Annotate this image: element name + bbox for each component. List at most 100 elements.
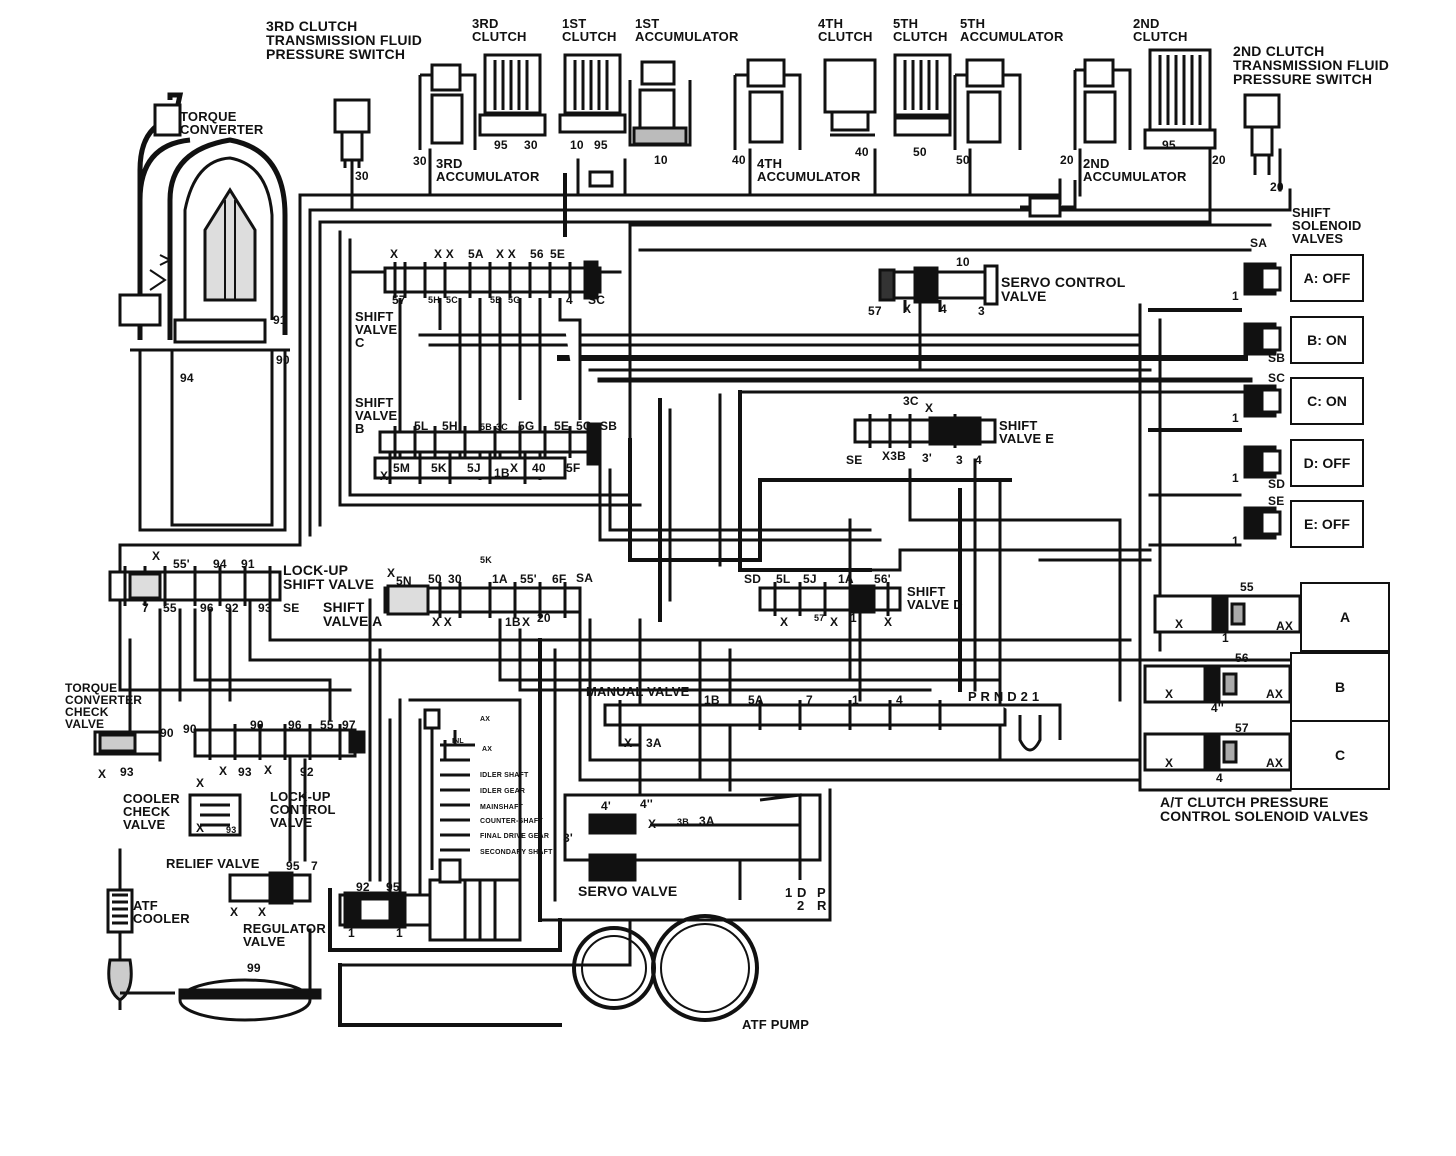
port-label: SB [600, 419, 618, 433]
label-regulator-valve: REGULATOR VALVE [243, 921, 326, 949]
port-label: 94 [180, 371, 194, 385]
port-label: 30 [448, 572, 462, 586]
port-label: 4 [975, 453, 982, 467]
shaft-legend-4: IDLER SHAFT [480, 772, 529, 779]
port-label: 92 [300, 765, 314, 779]
clutch-solenoid-c-name: C [1290, 720, 1390, 790]
port-label: 5H [442, 419, 458, 433]
port-label: 40 [732, 153, 746, 167]
port-label: 90 [276, 353, 290, 367]
solenoid-e-state: E: OFF [1290, 500, 1364, 548]
port-label: 1 [1232, 471, 1239, 485]
port-label: 20 [1060, 153, 1074, 167]
shift-valve-a-body [383, 582, 582, 618]
port-label: 91 [241, 557, 255, 571]
port-label: 20 [1212, 153, 1226, 167]
label-2nd-clutch-pressure-switch: 2ND CLUTCH TRANSMISSION FLUID PRESSURE S… [1233, 43, 1390, 87]
port-label: 5M [393, 461, 411, 475]
shaft-legend-0: AX [480, 716, 491, 723]
port-label: X [1175, 617, 1184, 631]
port-label: 1 [852, 693, 859, 707]
port-label: 55' [520, 572, 537, 586]
shaft-legend-1: INL [452, 738, 464, 745]
port-label: 5B [490, 295, 502, 305]
port-label: 5J [467, 461, 481, 475]
port-label: X [510, 461, 519, 475]
port-label: 90 [183, 722, 197, 736]
port-label: 5G [518, 419, 535, 433]
port-label: 3A [699, 814, 715, 828]
port-label: X [387, 566, 396, 580]
lower-left-valves [93, 724, 366, 837]
pressure-switch-2nd [1243, 93, 1281, 175]
port-label: 5K [431, 461, 447, 475]
port-label: 50 [956, 153, 970, 167]
shift-valve-e-body [853, 414, 997, 448]
port-label: X X [432, 615, 452, 629]
label-shift-valve-e: SHIFT VALVE E [999, 418, 1055, 446]
gallery-check-valves [588, 170, 1077, 218]
port-label: 95 [286, 859, 300, 873]
port-label: 1 [396, 926, 403, 940]
solenoid-d-state: D: OFF [1290, 439, 1364, 487]
port-label: 5N [396, 574, 412, 588]
port-label: 1A [838, 572, 854, 586]
atf-cooler-body [106, 888, 134, 1010]
solenoid-d-code: SD [1268, 477, 1286, 491]
port-label: 3 [956, 453, 963, 467]
port-label: SD [744, 572, 762, 586]
solenoid-c-code: SC [1268, 371, 1286, 385]
port-label: 57 [814, 613, 825, 623]
clutch-solenoid-b-drain: AX [1266, 687, 1284, 701]
label-shift-valve-d: SHIFT VALVE D [907, 584, 963, 612]
port-label: 1 [850, 611, 857, 625]
port-label: 99 [247, 961, 261, 975]
port-label: 3C [496, 422, 508, 432]
port-label: X X [496, 247, 516, 261]
port-label: 55 [163, 601, 177, 615]
shaft-legend-5: IDLER GEAR [480, 788, 526, 795]
port-label: X [219, 764, 228, 778]
label-servo-control-valve: SERVO CONTROL VALVE [1001, 274, 1126, 304]
port-label: X [264, 763, 273, 777]
port-label: 3' [922, 451, 932, 465]
port-label: X [98, 767, 107, 781]
port-label: X [925, 401, 934, 415]
port-label: 10 [654, 153, 668, 167]
label-servo-valve: SERVO VALVE [578, 883, 678, 899]
solenoid-b-state: B: ON [1290, 316, 1364, 364]
port-label: 30 [524, 138, 538, 152]
port-label: X [903, 302, 912, 316]
port-label: 3' [563, 831, 573, 845]
port-label: 57 [392, 293, 406, 307]
shaft-legend-7: COUNTER-SHAFT [480, 818, 543, 825]
solenoid-a-code: SA [1250, 236, 1268, 250]
shaft-legend-block [423, 708, 475, 870]
port-label: 55' [173, 557, 190, 571]
port-label: 7 [806, 693, 813, 707]
port-label: 1 [1222, 631, 1229, 645]
port-label: 6F [552, 572, 567, 586]
port-label: 96 [200, 601, 214, 615]
port-label: 30 [355, 169, 369, 183]
port-label: 4' [601, 799, 611, 813]
port-label: 57 [868, 304, 882, 318]
port-label: 4 [566, 293, 573, 307]
label-4th-accumulator: 4TH ACCUMULATOR [757, 156, 861, 184]
label-manual-pos-1: 1 [785, 885, 793, 900]
solenoid-c-state: C: ON [1290, 377, 1364, 425]
label-1st-clutch: 1ST CLUTCH [562, 16, 617, 44]
shaft-legend-6: MAINSHAFT [480, 804, 524, 811]
port-label: 93 [226, 825, 237, 835]
port-label: 90 [160, 726, 174, 740]
port-label: X [152, 549, 161, 563]
lockup-shift-valve-body [108, 566, 282, 606]
converter-housing-box [170, 348, 274, 527]
port-label: X [390, 247, 399, 261]
port-label: X [230, 905, 239, 919]
label-atf-pump: ATF PUMP [742, 1017, 810, 1032]
port-label: 1 [1232, 411, 1239, 425]
port-label: X [780, 615, 789, 629]
port-label: 3C [903, 394, 919, 408]
